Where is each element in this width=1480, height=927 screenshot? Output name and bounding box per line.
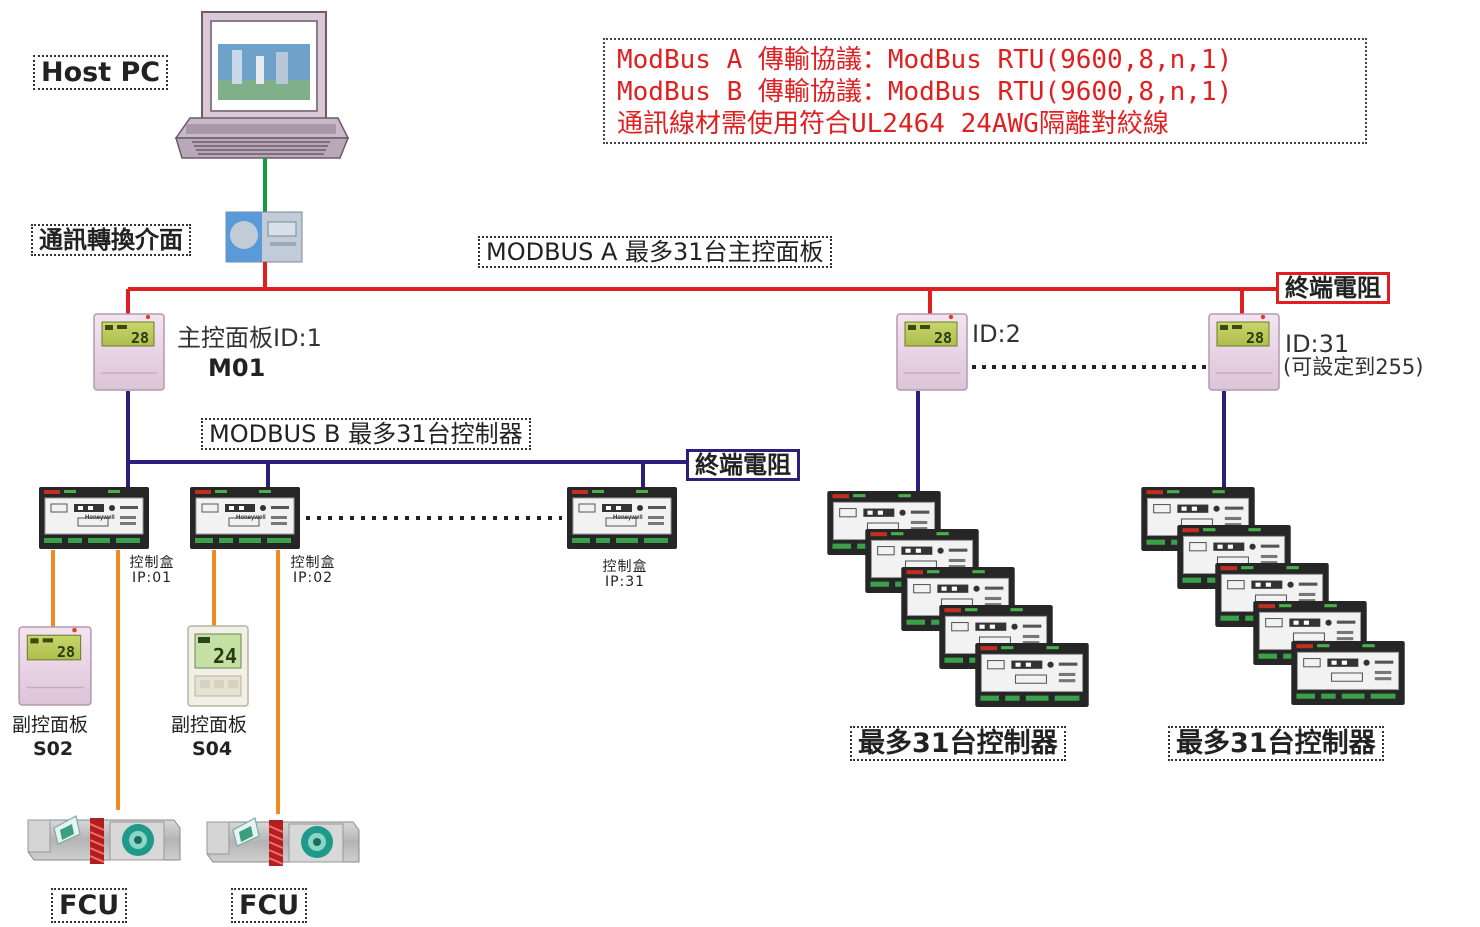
protocol-note: ModBus A 傳輸協議：ModBus RTU(9600,8,n,1) Mod…: [603, 38, 1367, 144]
sub2-name-label: 副控面板: [171, 714, 248, 736]
box31-name: 控制盒: [602, 559, 648, 575]
group2-label: 最多31台控制器: [850, 726, 1066, 761]
converter-label: 通訊轉換介面: [31, 224, 191, 256]
fcu1-label: FCU: [51, 888, 128, 923]
protocol-line-1: ModBus A 傳輸協議：ModBus RTU(9600,8,n,1): [617, 45, 1233, 75]
box31-ip: IP:31: [604, 574, 646, 590]
box2-label: 控制盒 IP:02: [283, 556, 343, 586]
sub-panel-s04-icon: [187, 625, 249, 707]
modbus-b-label: MODBUS B 最多31台控制器: [201, 418, 531, 450]
terminator-b-label: 終端電阻: [686, 449, 800, 481]
host-pc-icon: [174, 11, 350, 159]
sub1-lcd: 28: [57, 643, 75, 661]
box1-label: 控制盒 IP:01: [122, 556, 182, 586]
converter-icon: [225, 211, 303, 263]
panel1-lcd: 28: [131, 329, 149, 347]
modbus-a-label: MODBUS A 最多31台主控面板: [478, 236, 832, 268]
protocol-line-2: ModBus B 傳輸協議：ModBus RTU(9600,8,n,1): [617, 77, 1233, 107]
box2-ip: IP:02: [292, 570, 334, 586]
brand-mark: Honeywell: [236, 515, 266, 521]
host-pc-label: Host PC: [33, 55, 169, 90]
sub1-name-label: 副控面板: [12, 714, 89, 736]
sub1-code-label: S02: [33, 738, 74, 760]
sub2-code-label: S04: [192, 738, 233, 760]
brand-mark: Honeywell: [613, 515, 643, 521]
box1-name: 控制盒: [129, 555, 175, 571]
panel31-lcd: 28: [1246, 329, 1264, 347]
panel1-name-label: M01: [208, 354, 266, 382]
terminator-a-label: 終端電阻: [1276, 272, 1390, 304]
controller-stack-3: [1140, 486, 1406, 706]
group3-label: 最多31台控制器: [1168, 726, 1384, 761]
fcu2-label: FCU: [231, 888, 308, 923]
panel2-id-label: ID:2: [972, 320, 1021, 348]
controller-stack-2: [826, 490, 1090, 708]
box31-label: 控制盒 IP:31: [595, 560, 655, 590]
panel31-id-label: ID:31: [1285, 330, 1350, 358]
panel1-id-label: 主控面板ID:1: [177, 324, 322, 352]
box2-name: 控制盒: [290, 555, 336, 571]
brand-mark: Honeywell: [85, 515, 115, 521]
protocol-line-3: 通訊線材需使用符合UL2464 24AWG隔離對絞線: [617, 109, 1169, 139]
sub2-lcd: 24: [213, 644, 237, 668]
panel2-lcd: 28: [934, 329, 952, 347]
box1-ip: IP:01: [131, 570, 173, 586]
panel31-note-label: (可設定到255): [1283, 355, 1424, 379]
